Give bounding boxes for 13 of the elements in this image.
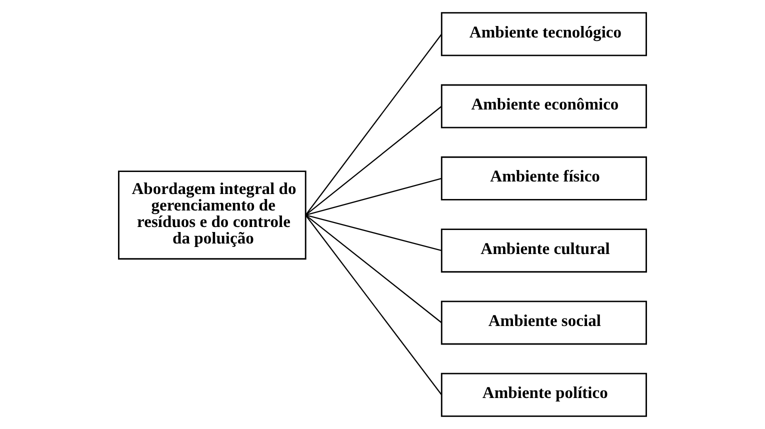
- connector: [305, 178, 442, 216]
- connector: [305, 34, 442, 216]
- node-box: Ambiente político: [440, 372, 647, 417]
- node-box: Ambiente tecnológico: [440, 12, 647, 56]
- node-box: Ambiente social: [440, 300, 647, 345]
- node-box: Ambiente físico: [440, 156, 647, 200]
- connector: [305, 214, 442, 396]
- connector: [305, 106, 442, 216]
- node-box: Ambiente cultural: [440, 228, 647, 273]
- node-box: Abordagem integral do gerenciamento de resíduos e do controle da poluição: [118, 170, 306, 260]
- connector: [305, 214, 442, 324]
- node-box: Ambiente econômico: [440, 84, 647, 128]
- connector: [305, 214, 442, 252]
